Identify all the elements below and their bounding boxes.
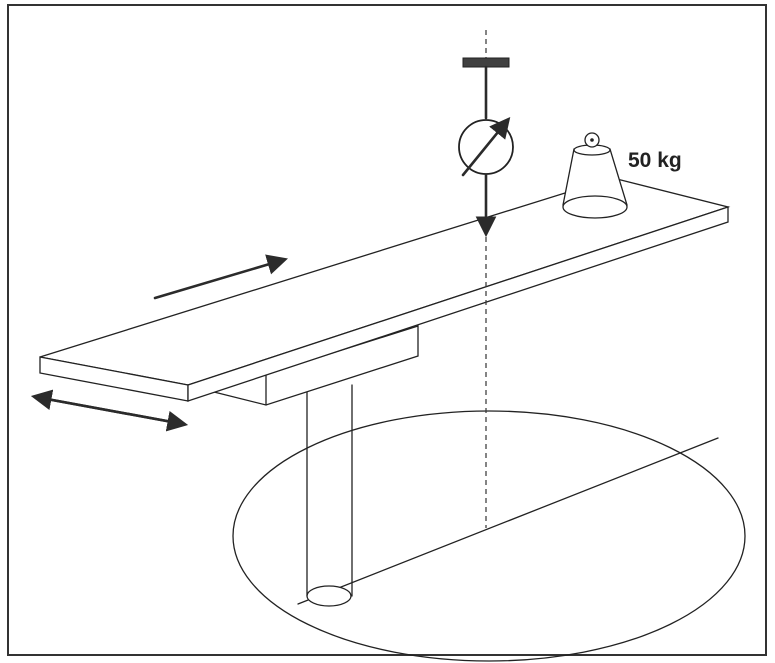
gauge-needle	[461, 116, 511, 177]
diagram-frame	[7, 4, 767, 656]
lateral-motion-arrow-reverse	[34, 395, 189, 432]
weight-label: 50 kg	[628, 149, 682, 172]
floor-ellipse	[232, 410, 746, 662]
floor-diagonal-line	[297, 437, 719, 605]
table-side-edge	[187, 206, 729, 402]
weight-icon	[562, 132, 628, 219]
t-handle-icon	[462, 57, 510, 68]
column-base	[306, 585, 352, 607]
longitudinal-motion-arrow	[153, 254, 288, 300]
